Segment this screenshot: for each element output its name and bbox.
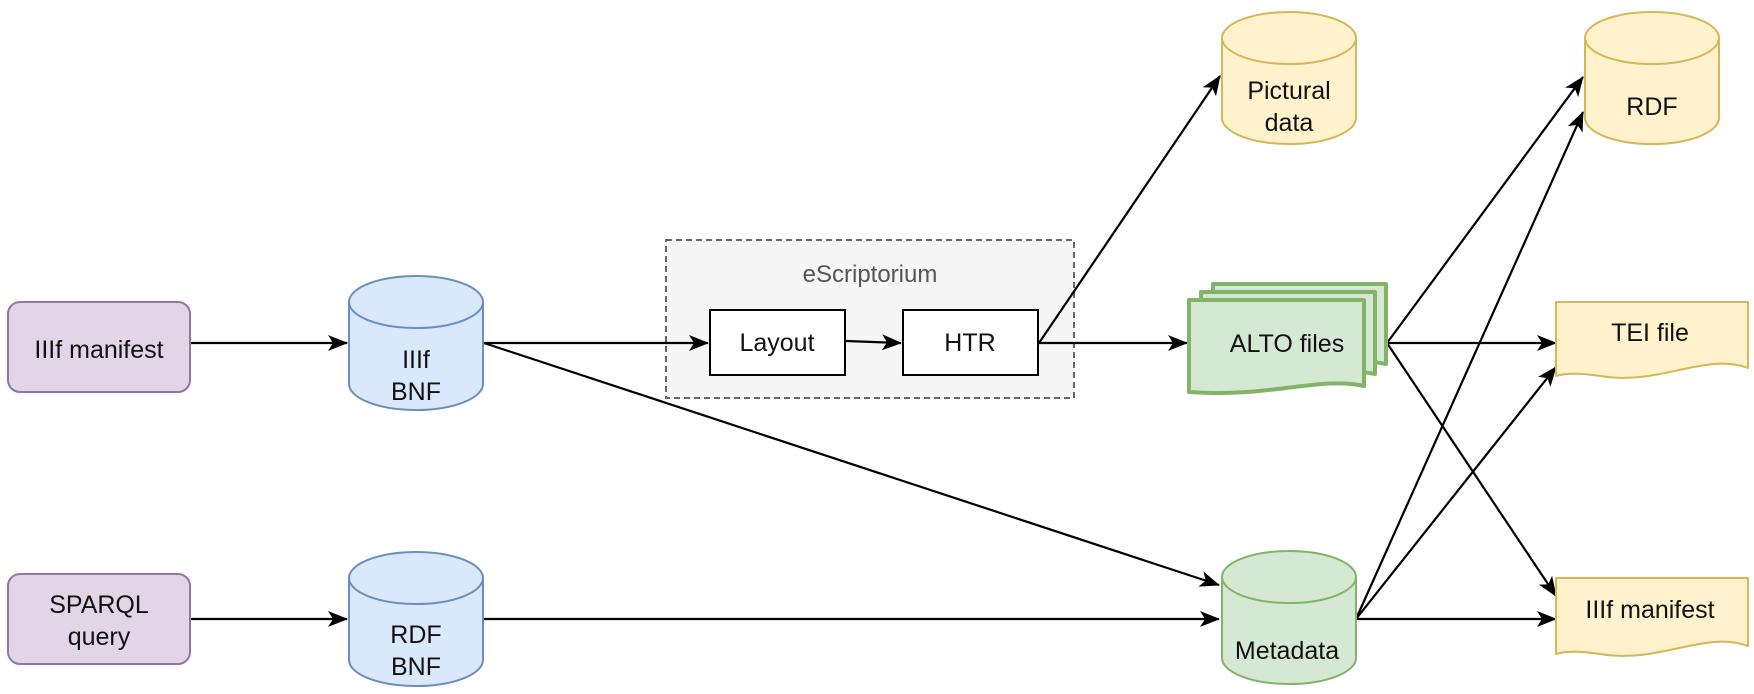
node-tei-file-shape — [1555, 301, 1749, 379]
node-iiif-manifest-output[interactable]: IIIf manifest — [1555, 577, 1749, 657]
node-pictural-data[interactable]: Pictural data — [1221, 11, 1357, 145]
edge-metadata-to-tei — [1355, 366, 1557, 620]
node-tei-file[interactable]: TEI file — [1555, 301, 1749, 379]
edge-iiif-bnf-to-metadata — [483, 341, 1220, 587]
node-metadata[interactable]: Metadata — [1221, 550, 1357, 685]
node-rdf-bnf-top — [348, 551, 484, 605]
node-alto-files-label: ALTO files — [1230, 330, 1344, 358]
node-iiif-manifest-source[interactable]: IIIf manifest — [7, 301, 191, 393]
node-pictural-data-body — [1221, 38, 1357, 145]
node-htr-shape — [902, 309, 1039, 376]
edge-alto-to-rdf — [1386, 76, 1584, 344]
edge-layout-to-htr — [845, 334, 902, 351]
node-layout[interactable]: Layout — [709, 309, 846, 376]
node-iiif-manifest-output-label: IIIf manifest — [1585, 596, 1714, 624]
node-sparql-query-label-2: query — [68, 623, 131, 651]
edge-metadata-to-rdf — [1354, 111, 1585, 620]
node-pictural-data-label-2: data — [1265, 109, 1314, 137]
node-rdf-bnf-label-1: RDF — [390, 621, 441, 649]
node-alto-files[interactable]: ALTO files — [1187, 282, 1388, 396]
node-metadata-body — [1221, 577, 1357, 685]
node-sparql-query-label-1: SPARQL — [49, 591, 149, 619]
node-iiif-manifest-source-shape — [7, 301, 191, 393]
edge-htr-to-pictural-data — [1038, 75, 1221, 344]
node-layout-label: Layout — [739, 329, 814, 357]
node-iiif-bnf-body — [348, 302, 484, 411]
node-pictural-data-top — [1221, 11, 1357, 65]
node-rdf-bnf[interactable]: RDF BNF — [348, 551, 484, 687]
node-rdf-output-label: RDF — [1626, 93, 1677, 121]
node-iiif-bnf-label-2: BNF — [391, 378, 441, 406]
edge-alto-to-iiif-manifest — [1386, 342, 1557, 597]
escriptorium-group-label: eScriptorium — [803, 261, 938, 288]
node-iiif-bnf-top — [348, 275, 484, 329]
node-layout-shape — [709, 309, 846, 376]
node-metadata-label: Metadata — [1235, 637, 1339, 665]
node-iiif-manifest-source-label: IIIf manifest — [34, 336, 163, 364]
node-iiif-bnf-label-1: IIIf — [402, 346, 430, 374]
node-metadata-top — [1221, 550, 1357, 604]
node-htr-label: HTR — [944, 329, 995, 357]
node-sparql-query[interactable]: SPARQL query — [7, 573, 191, 665]
node-htr[interactable]: HTR — [902, 309, 1039, 376]
node-iiif-manifest-output-shape — [1555, 577, 1749, 657]
node-rdf-output-top — [1584, 11, 1720, 65]
node-pictural-data-label-1: Pictural — [1247, 77, 1330, 105]
node-rdf-bnf-body — [348, 578, 484, 687]
node-rdf-output-body — [1584, 38, 1720, 145]
node-rdf-bnf-label-2: BNF — [391, 653, 441, 681]
node-alto-files-sheet-front — [1187, 298, 1366, 396]
node-iiif-bnf[interactable]: IIIf BNF — [348, 275, 484, 411]
edges — [190, 75, 1585, 627]
node-sparql-query-shape — [7, 573, 191, 665]
node-tei-file-label: TEI file — [1611, 319, 1689, 347]
node-rdf-output[interactable]: RDF — [1584, 11, 1720, 145]
